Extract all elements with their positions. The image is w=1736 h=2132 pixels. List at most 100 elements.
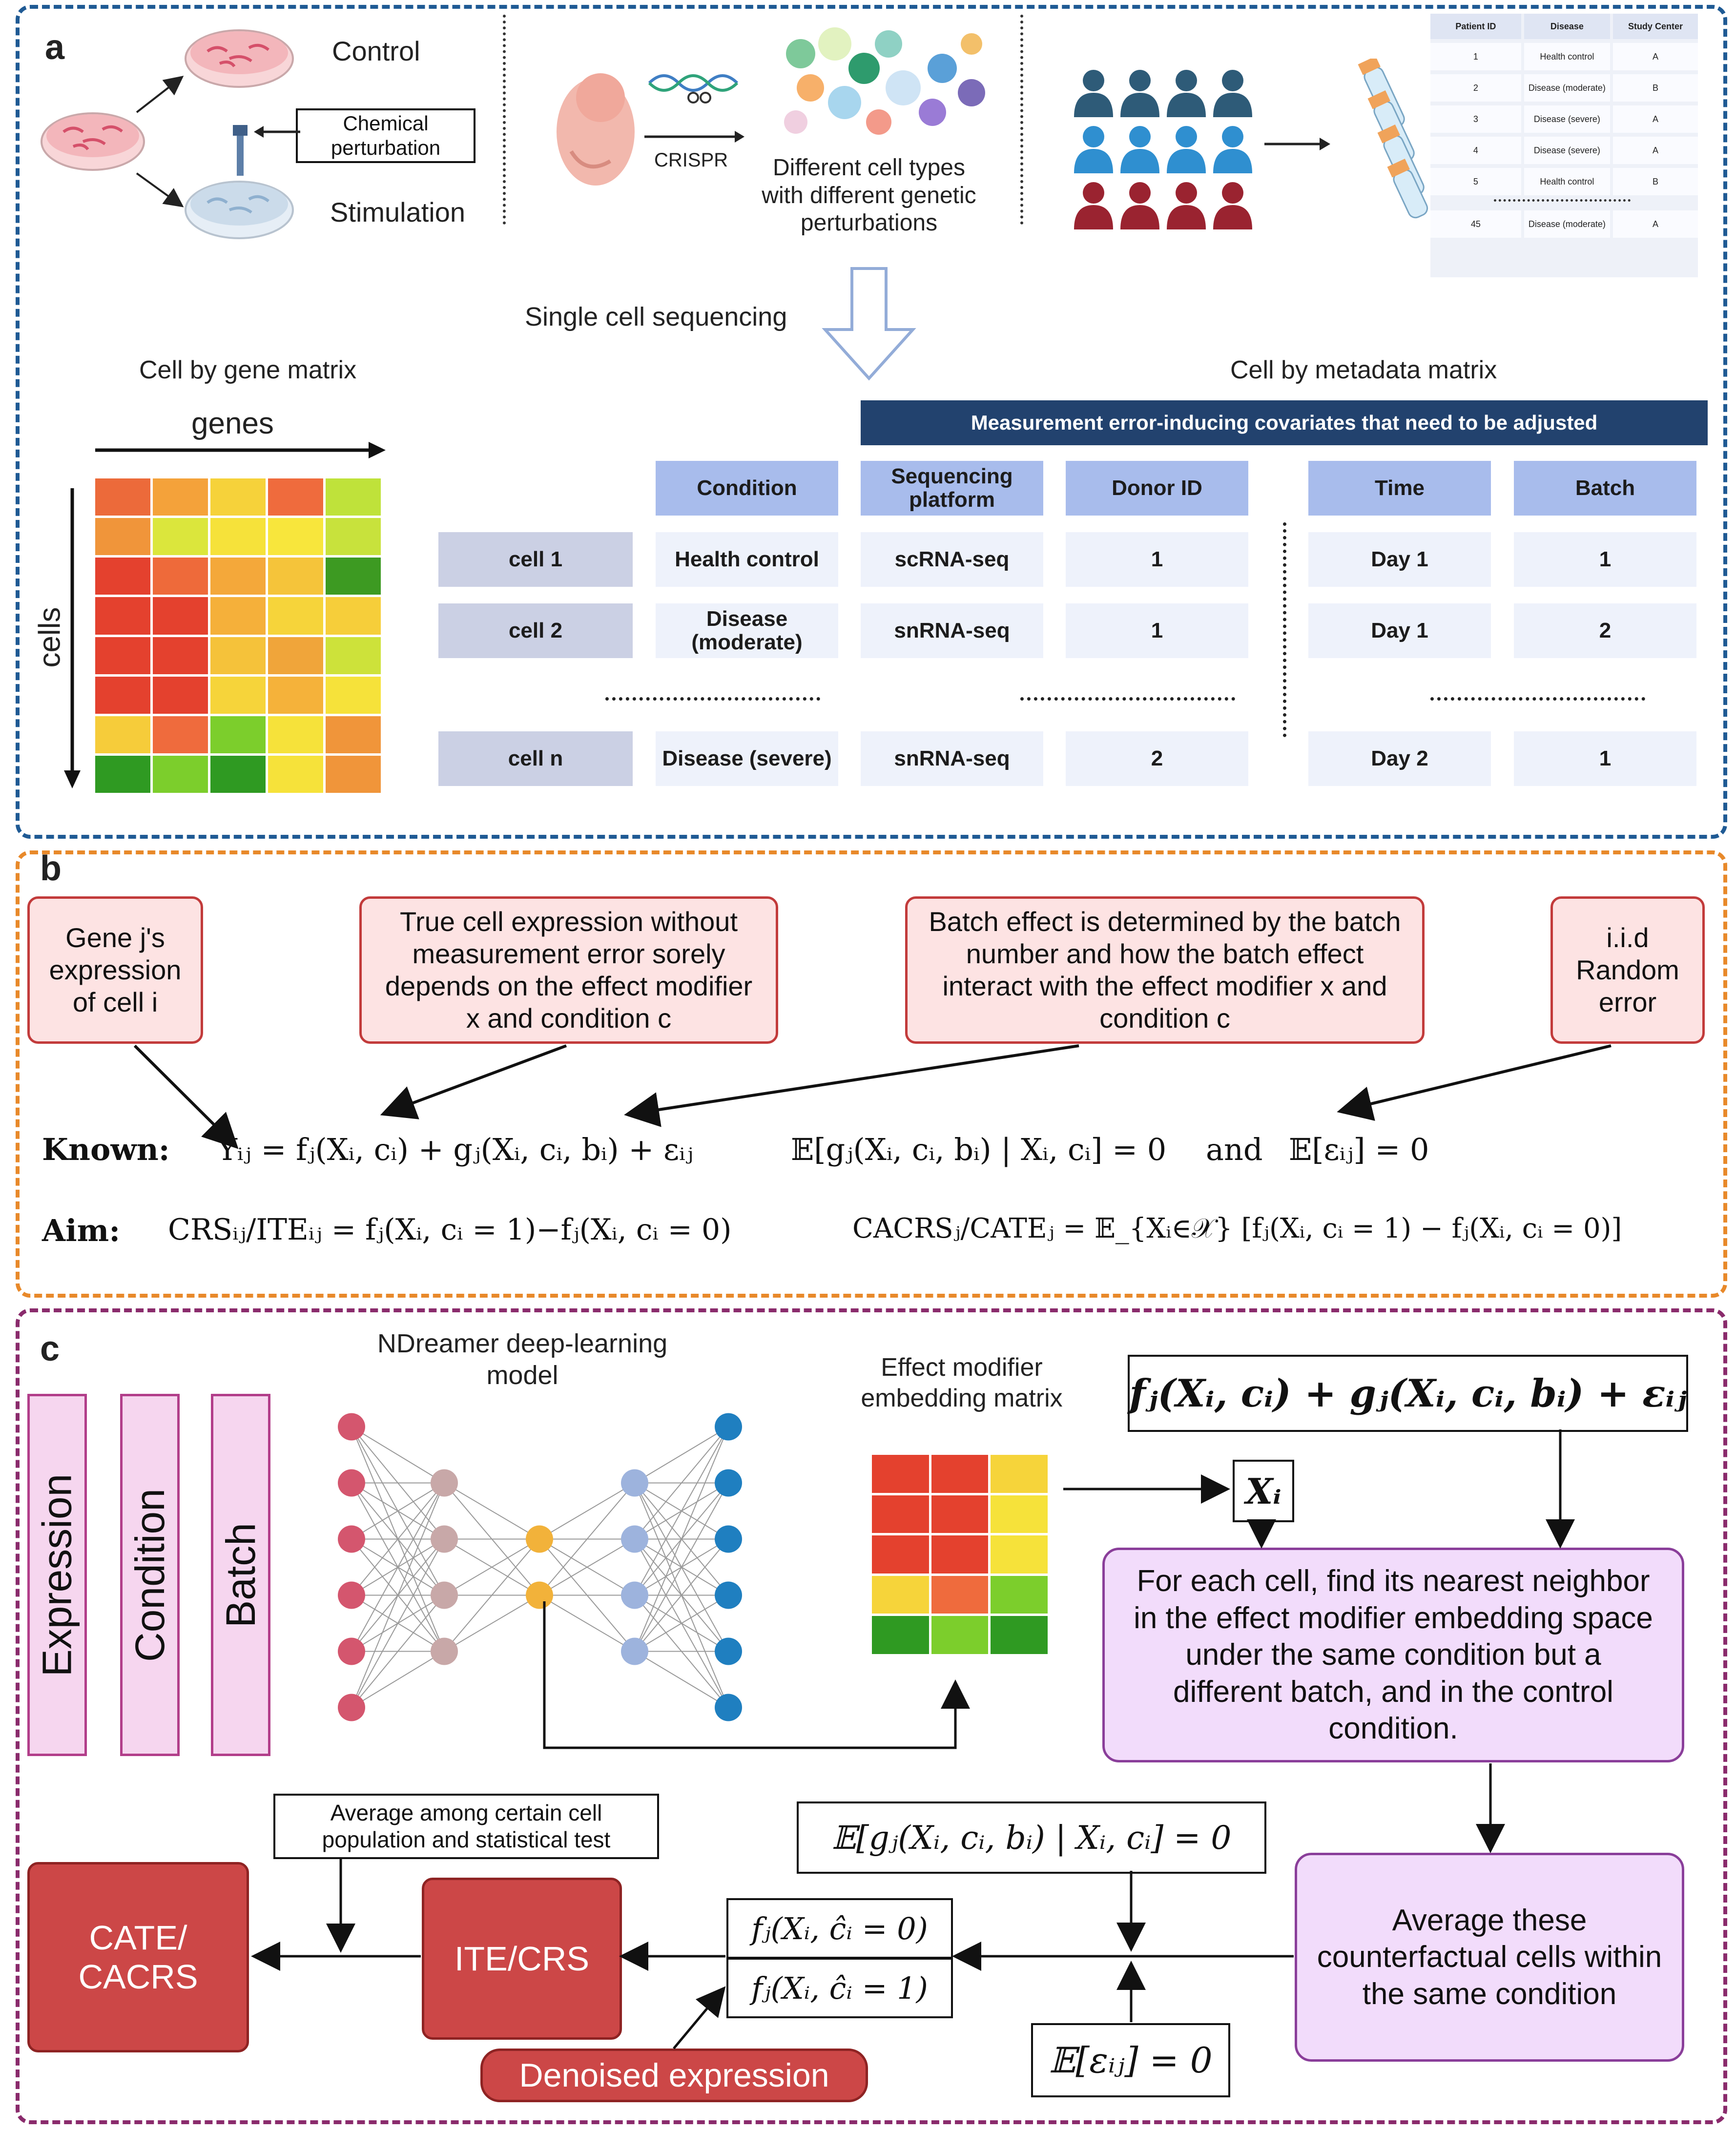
cell-types-illustration (784, 27, 985, 135)
panel-b-letter: b (40, 849, 62, 888)
nn-edge (634, 1594, 729, 1652)
heatmap-cell (95, 597, 150, 635)
nn-node (715, 1637, 742, 1665)
gene-heatmap (95, 478, 381, 793)
cell-1-donor: 1 (1066, 532, 1248, 587)
heatmap-cell (991, 1575, 1048, 1614)
patient-table-header: Disease (1524, 14, 1610, 39)
chemical-perturbation-box: Chemical perturbation (296, 108, 475, 163)
heatmap-cell (991, 1616, 1048, 1654)
heatmap-cell (153, 676, 208, 714)
known-equation: Yᵢⱼ = fⱼ(Xᵢ, cᵢ) + gⱼ(Xᵢ, cᵢ, bᵢ) + εᵢⱼ (217, 1132, 694, 1167)
nn-node (431, 1637, 458, 1665)
patient-table-cell: A (1612, 137, 1698, 164)
embryo-crispr-illustration (557, 73, 744, 186)
cell-2-donor: 1 (1066, 603, 1248, 658)
cells-arrow (64, 488, 81, 788)
nn-edge (539, 1594, 635, 1652)
nn-edge (351, 1483, 445, 1708)
nn-edge (539, 1482, 635, 1540)
divider-a1 (503, 15, 506, 225)
panel-c-arrows (251, 1429, 1575, 2049)
row-label-cell-1: cell 1 (438, 532, 633, 587)
patient-table-cell: B (1612, 168, 1698, 195)
person-icon (1083, 182, 1104, 204)
heatmap-cell (210, 518, 266, 556)
nn-edge (634, 1427, 729, 1652)
nn-edge (351, 1482, 445, 1596)
petri-dish-illustrations (41, 29, 294, 239)
heatmap-cell (210, 478, 266, 516)
nn-edge (539, 1482, 635, 1596)
random-error-box: i.i.d Random error (1550, 896, 1705, 1044)
panel-b (16, 850, 1727, 1298)
heatmap-cell (268, 676, 323, 714)
sample-tubes-icon (1358, 59, 1428, 219)
person-icon (1074, 149, 1113, 173)
heatmap-cell (210, 676, 266, 714)
heatmap-cell (326, 755, 381, 793)
heatmap-cell (872, 1495, 929, 1533)
observed-expression-equation: fⱼ(Xᵢ, cᵢ) + gⱼ(Xᵢ, cᵢ, bᵢ) + εᵢⱼ (1128, 1355, 1688, 1432)
nn-node (621, 1581, 648, 1609)
patient-table-cell: Health control (1524, 43, 1610, 70)
aim-ite-equation: CRSᵢⱼ/ITEᵢⱼ = fⱼ(Xᵢ, cᵢ = 1)−fⱼ(Xᵢ, cᵢ =… (168, 1213, 732, 1247)
person-icon (1213, 93, 1252, 117)
divider-a2 (1020, 15, 1023, 225)
input-condition-bar: Condition (120, 1394, 180, 1756)
average-counterfactual-step: Average these counterfactual cells withi… (1295, 1853, 1684, 2062)
person-icon (1074, 93, 1113, 117)
heatmap-cell (268, 637, 323, 674)
patient-table-header: Study Center (1612, 14, 1698, 39)
nn-edge (351, 1539, 445, 1708)
patient-table-cell: Health control (1524, 168, 1610, 195)
nn-node (621, 1637, 648, 1665)
aim-cate-equation: CACRSⱼ/CATEⱼ = 𝔼_{Xᵢ∈𝒳} [fⱼ(Xᵢ, cᵢ = 1) … (852, 1213, 1622, 1244)
heatmap-cell (326, 637, 381, 674)
person-icon (1222, 182, 1243, 204)
control-dish-icon (185, 29, 294, 88)
input-expression-bar: Expression (27, 1394, 87, 1756)
embedding-title: Effect modifier embedding matrix (861, 1353, 1063, 1413)
counterfactual-c1: fⱼ(Xᵢ, ĉᵢ = 1) (726, 1958, 953, 2018)
panel-b-arrows (133, 1044, 1612, 1149)
person-icon (1176, 126, 1197, 147)
patient-table-cell: 4 (1430, 137, 1521, 164)
person-icon (1120, 149, 1159, 173)
nn-node (338, 1469, 365, 1497)
heatmap-cell (268, 597, 323, 635)
patient-table-ellipsis (1494, 199, 1631, 202)
heatmap-cell (991, 1535, 1048, 1573)
nn-node (431, 1469, 458, 1497)
nn-edge (351, 1483, 445, 1652)
gene-matrix-title: Cell by gene matrix (139, 356, 357, 384)
neural-network-diagram (338, 1413, 742, 1721)
heatmap-cell (931, 1616, 989, 1654)
control-label: Control (332, 36, 420, 66)
heatmap-cell (872, 1535, 929, 1573)
nn-node (338, 1637, 365, 1665)
panel-c (16, 1308, 1727, 2124)
nn-edge (351, 1651, 445, 1708)
heatmap-cell (872, 1455, 929, 1493)
patient-table-header: Patient ID (1430, 14, 1521, 39)
nn-node (431, 1525, 458, 1553)
panel-c-letter: c (40, 1329, 60, 1368)
heatmap-cell (931, 1455, 989, 1493)
person-icon (1074, 205, 1113, 229)
nn-node (338, 1694, 365, 1721)
cell-n-time: Day 2 (1308, 731, 1491, 786)
heatmap-cell (326, 676, 381, 714)
column-header-donor: Donor ID (1066, 461, 1248, 516)
column-header-condition: Condition (656, 461, 838, 516)
gene-expression-box: Gene j's expression of cell i (27, 896, 203, 1044)
heatmap-cell (95, 676, 150, 714)
chemical-arrow (254, 126, 300, 138)
patient-table-cell: 3 (1430, 105, 1521, 133)
heatmap-cell (153, 755, 208, 793)
column-header-time: Time (1308, 461, 1491, 516)
heatmap-cell (931, 1535, 989, 1573)
known-label: Known: (42, 1132, 170, 1167)
